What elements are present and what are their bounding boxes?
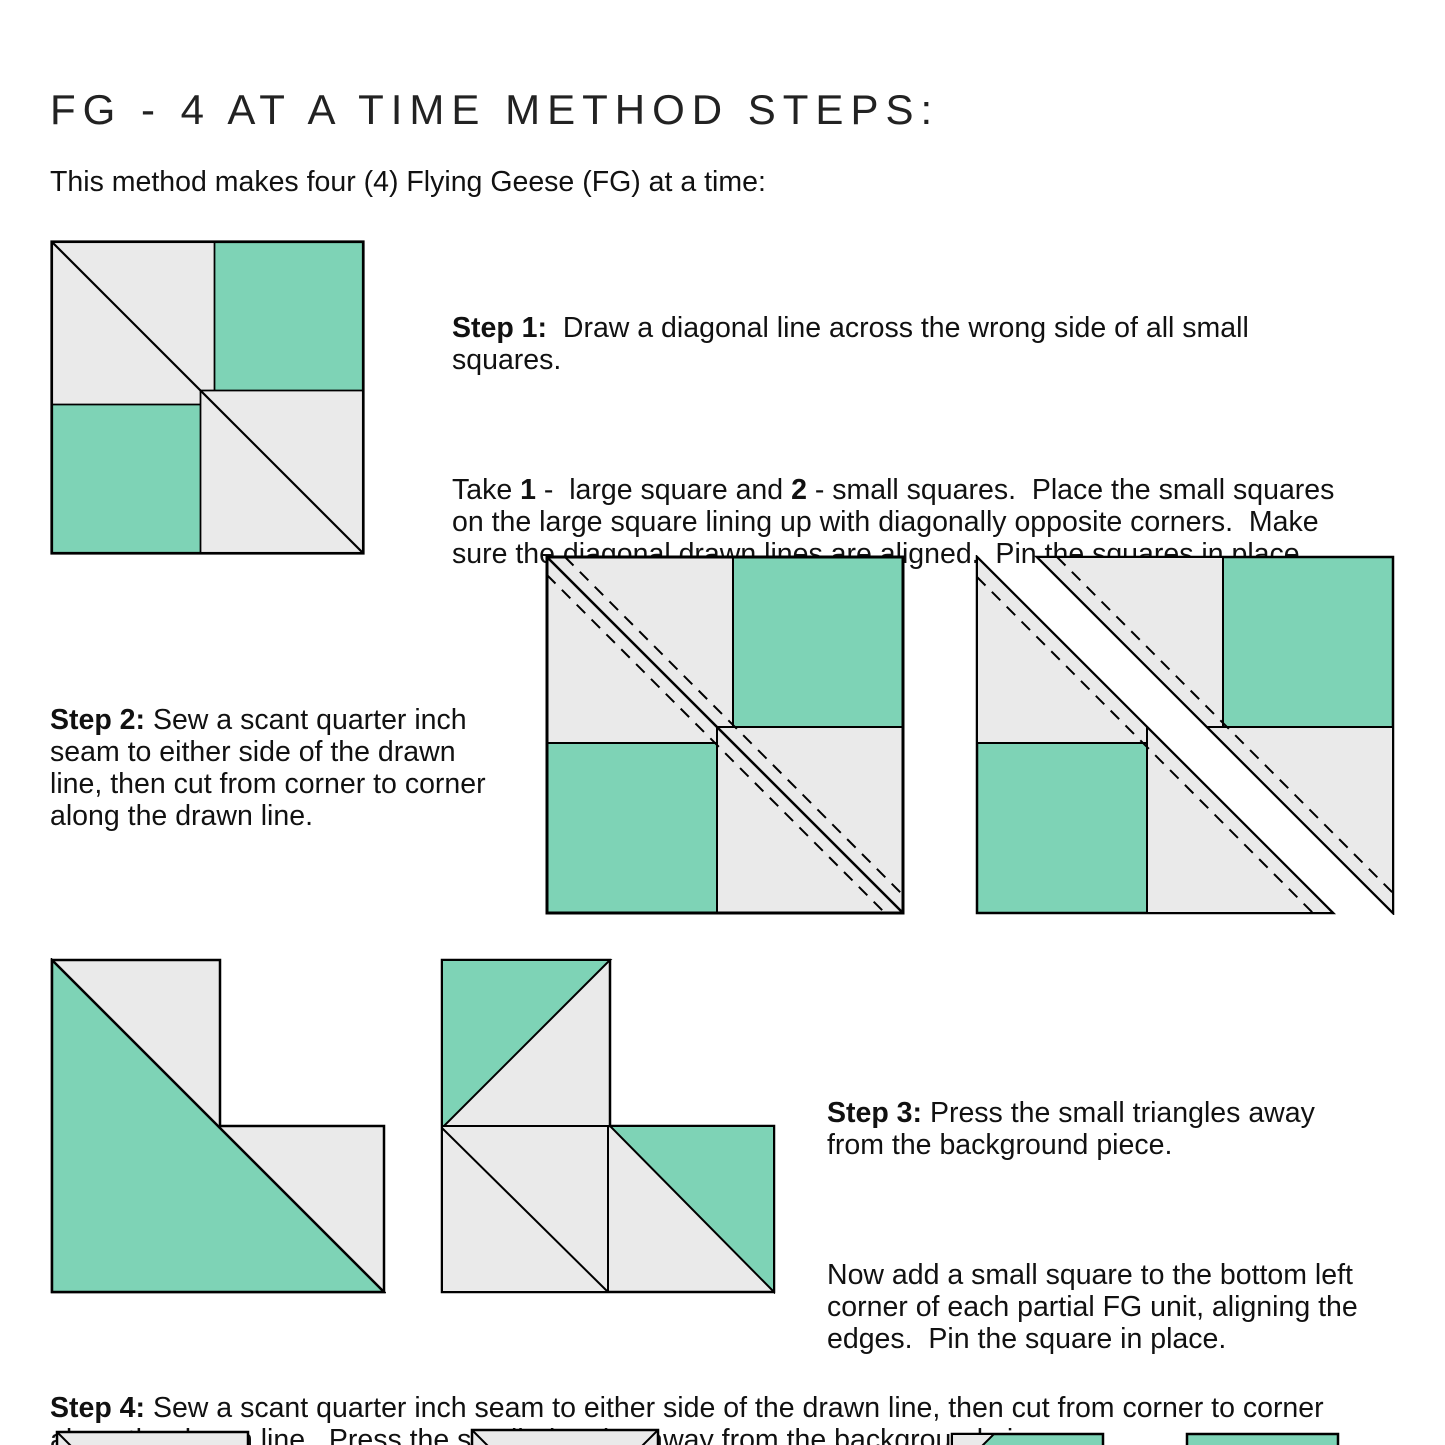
step1-p2-bold2: 2	[791, 474, 807, 506]
upper-piece-small-triangle-bottom	[1204, 726, 1394, 915]
step3-paragraph1: Step 3: Press the small triangles away f…	[827, 1097, 1372, 1161]
cut-piece-lower-left	[975, 555, 1337, 915]
large-teal-triangle	[50, 958, 386, 1294]
step1-p2-mid: - large square and	[535, 474, 792, 506]
step2-label: Step 2:	[50, 704, 146, 736]
teal-square	[1185, 1432, 1340, 1445]
large-square-outline	[50, 240, 365, 555]
step4-text-block: Step 4: Sew a scant quarter inch seam to…	[50, 1328, 1400, 1445]
intro-text: This method makes four (4) Flying Geese …	[50, 166, 766, 198]
cut-piece-upper-right	[1033, 555, 1395, 915]
page-title: FG - 4 AT A TIME METHOD STEPS:	[50, 86, 940, 133]
diagram-partial-bottom-1	[55, 1430, 250, 1445]
lower-piece-small-triangle-top	[976, 555, 1166, 744]
step3-label: Step 3:	[827, 1097, 923, 1129]
square	[470, 1428, 660, 1445]
step2-text-block: Step 2: Sew a scant quarter inch seam to…	[50, 640, 508, 896]
step1-sentence: Draw a diagonal line across the wrong si…	[452, 312, 1257, 376]
seam-line-dashed-lower	[546, 574, 886, 914]
diagram-pinned-squares	[50, 240, 365, 555]
step1-p2-pre: Take	[452, 474, 521, 506]
diagram-unit-with-added-square	[440, 958, 776, 1294]
lower-piece-small-triangle-bottom	[1146, 724, 1336, 914]
square	[55, 1430, 250, 1445]
teal-square	[950, 1432, 1105, 1445]
diagram-partial-bottom-2	[470, 1428, 660, 1445]
pressed-teal-triangle-top-left	[441, 959, 613, 1131]
drawn-diagonal-line	[546, 556, 904, 914]
diagram-partial-bottom-3	[950, 1432, 1105, 1445]
step2-paragraph: Step 2: Sew a scant quarter inch seam to…	[50, 704, 508, 832]
step4-paragraph: Step 4: Sew a scant quarter inch seam to…	[50, 1392, 1400, 1445]
drawn-diagonal-line	[50, 240, 365, 555]
step4-sentence: Sew a scant quarter inch seam to either …	[50, 1392, 1324, 1445]
diagram-cut-apart	[975, 555, 1395, 915]
drawn-diagonal-line	[441, 1127, 609, 1293]
step2-sentence: Sew a scant quarter inch seam to either …	[50, 704, 494, 832]
large-square-outline	[545, 555, 905, 915]
seam-line-dashed-upper	[564, 556, 904, 896]
lower-piece-seam-line	[976, 576, 1314, 914]
diagram-sewn-seams	[545, 555, 905, 915]
step1-p2-bold1: 1	[520, 474, 536, 506]
corner-triangle	[951, 1433, 997, 1445]
step1-label: Step 1:	[452, 312, 548, 344]
step3-text-block: Step 3: Press the small triangles away f…	[827, 1033, 1372, 1419]
step3-sentence: Press the small triangles away from the …	[827, 1097, 1323, 1161]
diagram-pressed-unit	[50, 958, 386, 1294]
upper-piece-seam-line	[1056, 556, 1394, 894]
step4-label: Step 4:	[50, 1392, 146, 1424]
step1-paragraph1: Step 1: Draw a diagonal line across the …	[452, 312, 1357, 376]
upper-piece-small-triangle-top	[1034, 556, 1224, 746]
step3-paragraph2: Now add a small square to the bottom lef…	[827, 1259, 1366, 1355]
pressed-teal-triangle-bottom-right	[607, 1125, 775, 1294]
diagram-partial-bottom-4	[1185, 1432, 1340, 1445]
